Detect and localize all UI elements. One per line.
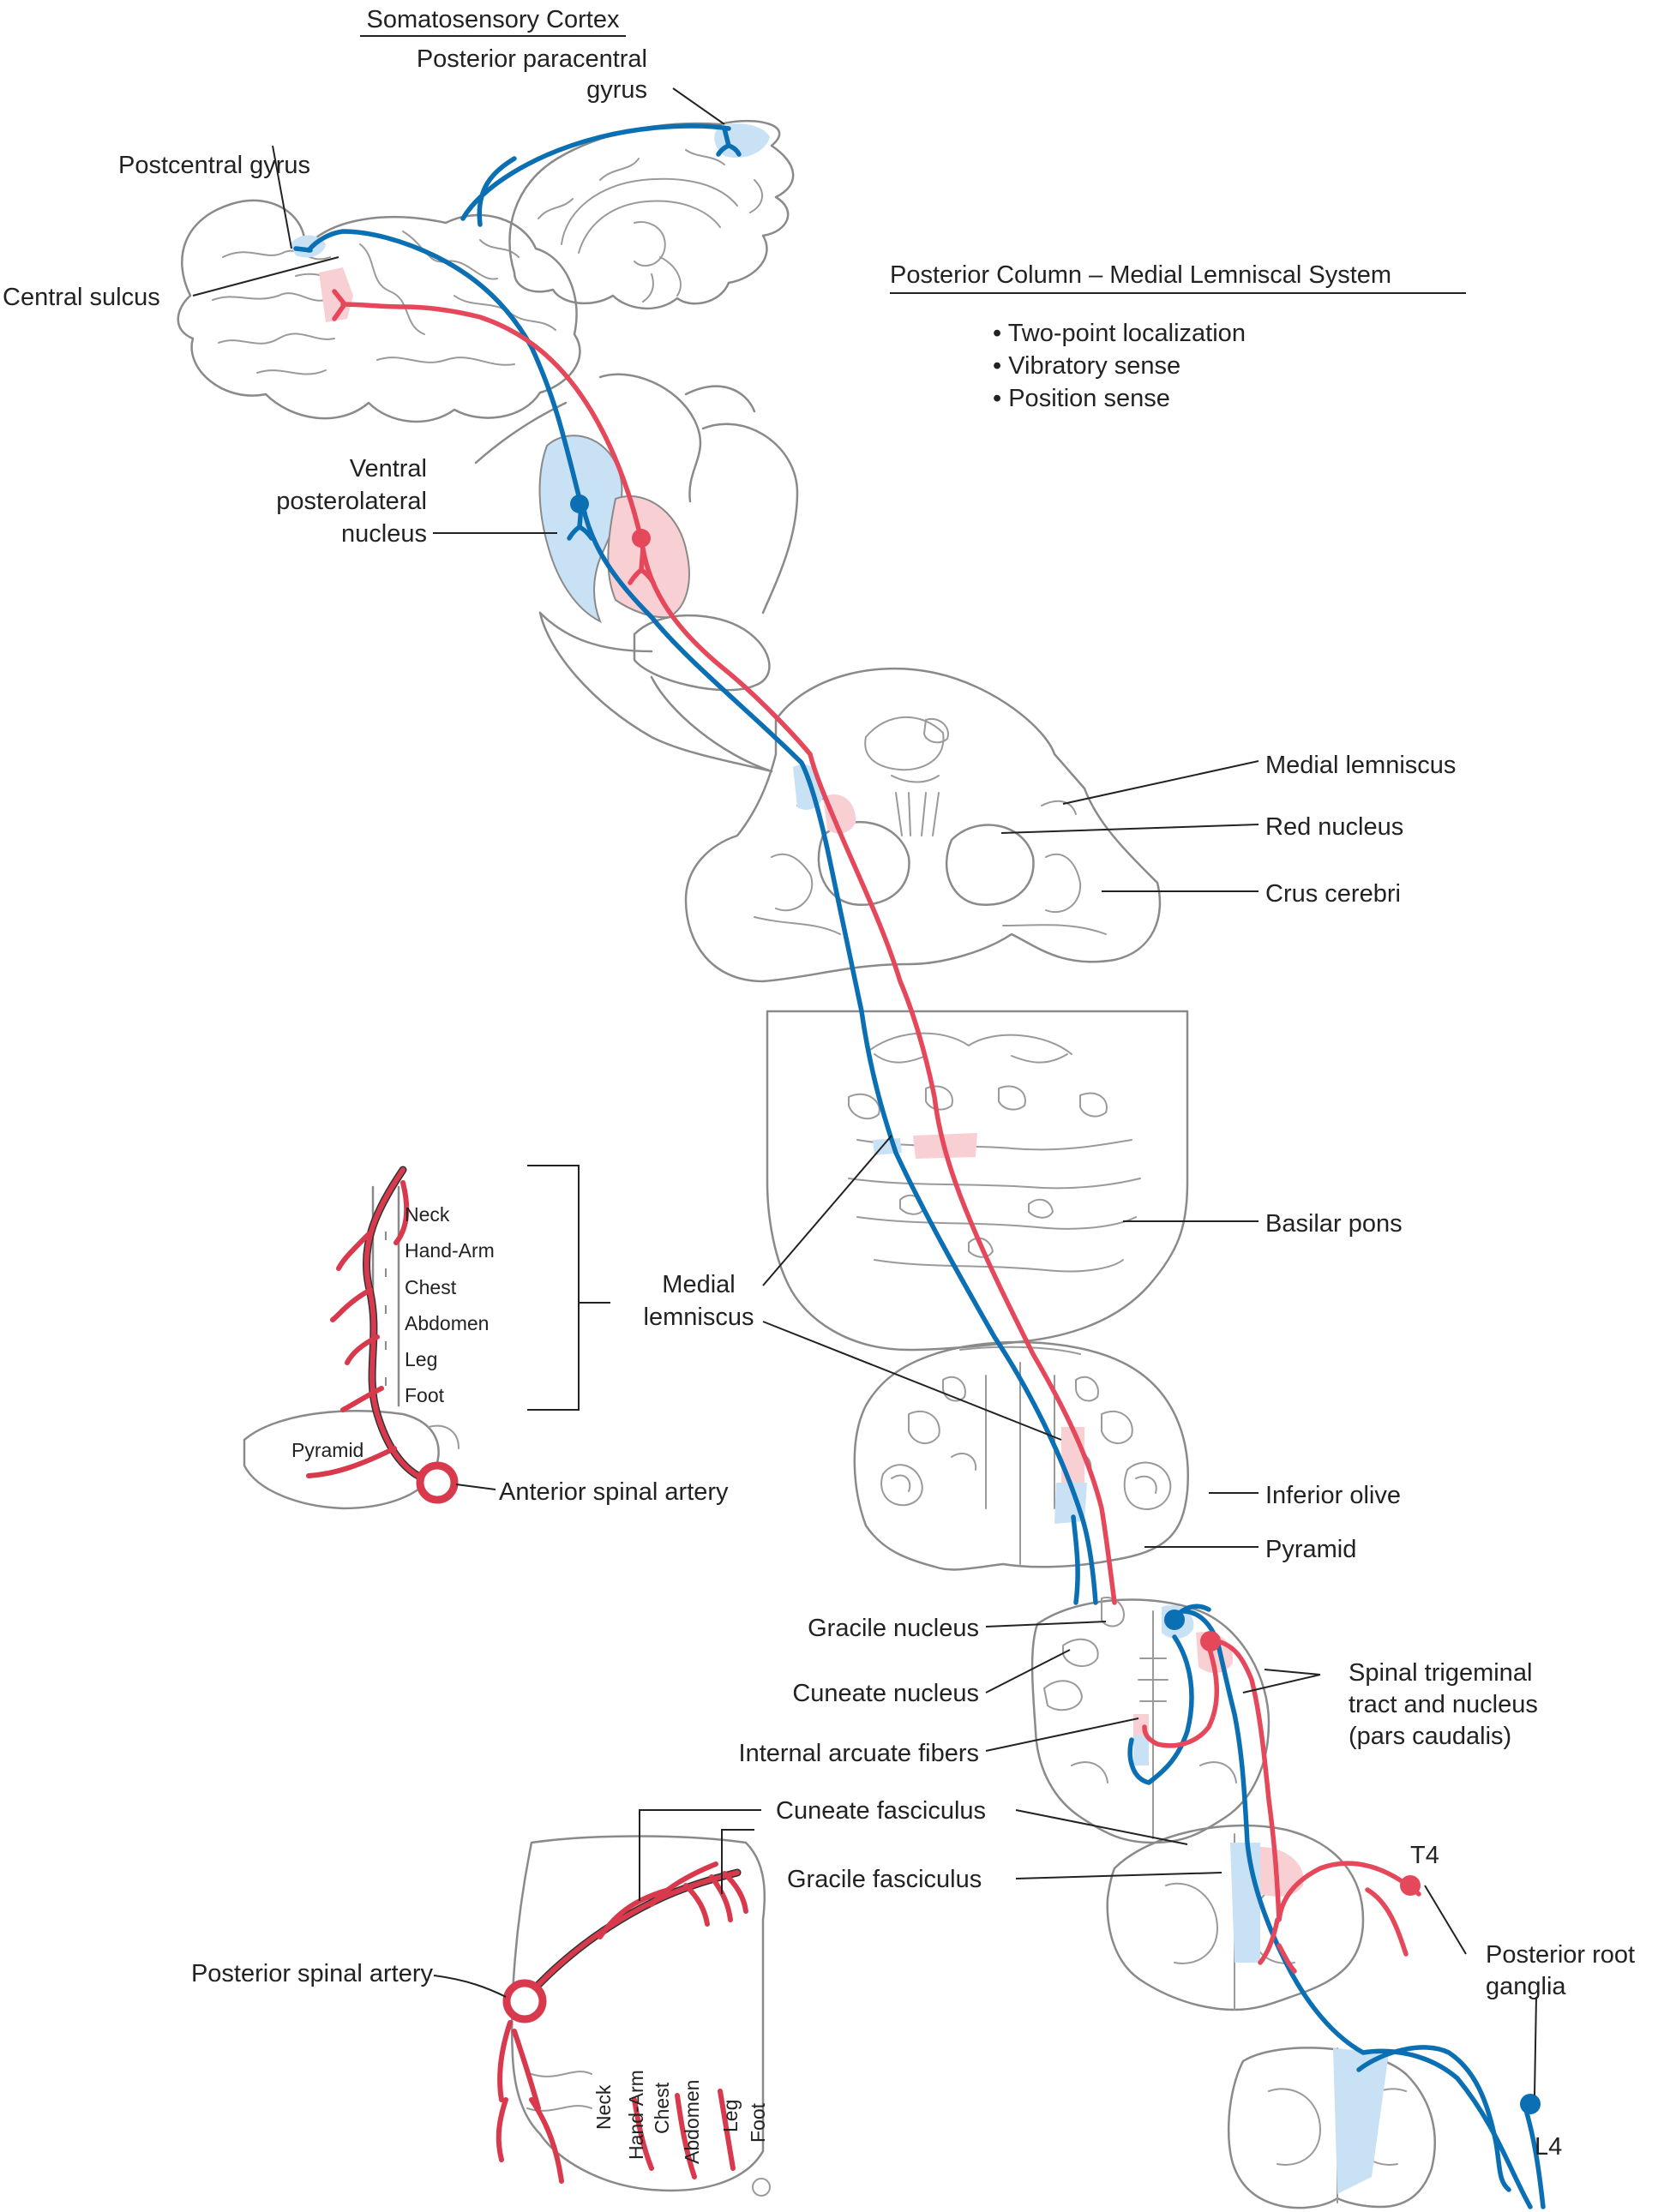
vpl-blue-neuron [570,495,589,513]
somatotopy-medulla-inset [243,1165,610,1510]
central-sulcus-label: Central sulcus [3,284,160,311]
bullet-2: • Vibratory sense [993,352,1180,380]
system-title: Posterior Column – Medial Lemniscal Syst… [890,261,1391,289]
crus-cerebri-label: Crus cerebri [1265,880,1401,908]
small-canal-circle [752,2178,771,2197]
red-pathway [1215,1639,1421,1922]
arcuate-blue-region [1133,1735,1149,1765]
anterior-spinal-artery-circle [416,1461,459,1504]
internal-arcuate-label: Internal arcuate fibers [739,1740,979,1767]
t4-trigeminal-red [1260,1847,1304,1897]
postcentral-gyrus-label: Postcentral gyrus [118,152,310,179]
paracentral-label-1: Posterior paracentral [417,45,647,73]
somatotopy-medulla-chest: Chest [405,1276,457,1298]
inferior-olive-label: Inferior olive [1265,1482,1401,1509]
t4-ganglion-neuron [1400,1875,1421,1896]
gracile-fasciculus-label: Gracile fasciculus [787,1866,982,1893]
bullet-1: • Two-point localization [993,320,1246,347]
somatotopy-medulla-abdomen: Abdomen [405,1312,489,1334]
vpl-red-region [607,495,690,619]
medulla-caudal-section [1030,1597,1271,1844]
pyramid-inset-label: Pyramid [291,1439,363,1461]
spinal-trigeminal-label-1: Spinal trigeminal [1349,1659,1532,1687]
vpl-label-1: Ventral [350,455,427,483]
gracile-nucleus-label: Gracile nucleus [808,1615,979,1642]
midbrain-section [684,667,1162,983]
paracentral-label-2: gyrus [586,76,647,104]
somatotopy-spinal-hand-arm: Hand-Arm [625,2070,647,2160]
somatotopy-spinal-abdomen: Abdomen [681,2080,703,2164]
red-nucleus-label: Red nucleus [1265,813,1403,841]
vpl-label-2: posterolateral [276,488,427,515]
leader-lines [192,87,1537,2096]
somatotopy-medulla-neck: Neck [405,1203,450,1226]
somatotopy-medulla-foot: Foot [405,1384,445,1406]
posterior-spinal-inset [496,1809,771,2197]
vpl-label-3: nucleus [341,520,427,548]
cortex-title: Somatosensory Cortex [367,6,620,33]
posterior-root-label-1: Posterior root [1486,1941,1635,1969]
t4-label: T4 [1410,1842,1439,1869]
posterior-root-label-2: ganglia [1486,1973,1566,2000]
t4-posterior-column-blue [1230,1843,1260,1963]
trigeminal-red-neuron [1200,1631,1221,1652]
medial-lemniscus-mid-blue [793,764,823,810]
vpl-red-neuron [632,529,651,548]
somatotopy-spinal-chest: Chest [651,2082,673,2134]
cuneate-fasciculus-label: Cuneate fasciculus [776,1797,986,1825]
gracile-blue-neuron [1164,1610,1185,1630]
l4-posterior-column-blue [1333,2048,1389,2194]
lateral-brain-outline [177,199,581,423]
blue-pathway-brainstem [580,503,1098,1605]
somatotopy-medulla-leg: Leg [405,1348,437,1370]
somatotopy-medulla-hand-arm: Hand-Arm [405,1239,495,1262]
l4-label: L4 [1535,2133,1562,2161]
anterior-spinal-artery-label: Anterior spinal artery [499,1478,729,1506]
somatotopy-spinal-foot: Foot [747,2102,769,2143]
bullet-3: • Position sense [993,385,1170,412]
medulla-artery-branch [363,1167,440,1485]
spinal-trigeminal-label-2: tract and nucleus [1349,1691,1538,1718]
somatotopy-spinal-neck: Neck [592,2084,615,2130]
medial-lemniscus-label-lower-2: lemniscus [644,1304,754,1331]
posterior-spinal-artery-circle [502,1979,547,2023]
spinal-cord-l4-section [1227,2047,1436,2209]
posterior-spinal-artery-label: Posterior spinal artery [191,1960,434,1987]
thalamus-outline [474,373,799,773]
cuneate-nucleus-label: Cuneate nucleus [792,1680,979,1707]
spinal-trigeminal-label-3: (pars caudalis) [1349,1723,1511,1750]
medial-lemniscus-label-upper: Medial lemniscus [1265,752,1456,779]
somatotopy-spinal-leg: Leg [719,2100,742,2132]
pons-section [766,1010,1189,1352]
paracentral-region [714,123,770,158]
pyramid-label: Pyramid [1265,1536,1356,1563]
medial-lemniscus-mid-red [823,794,856,834]
medial-lemniscus-label-lower-1: Medial [662,1271,735,1298]
basilar-pons-label: Basilar pons [1265,1210,1403,1238]
